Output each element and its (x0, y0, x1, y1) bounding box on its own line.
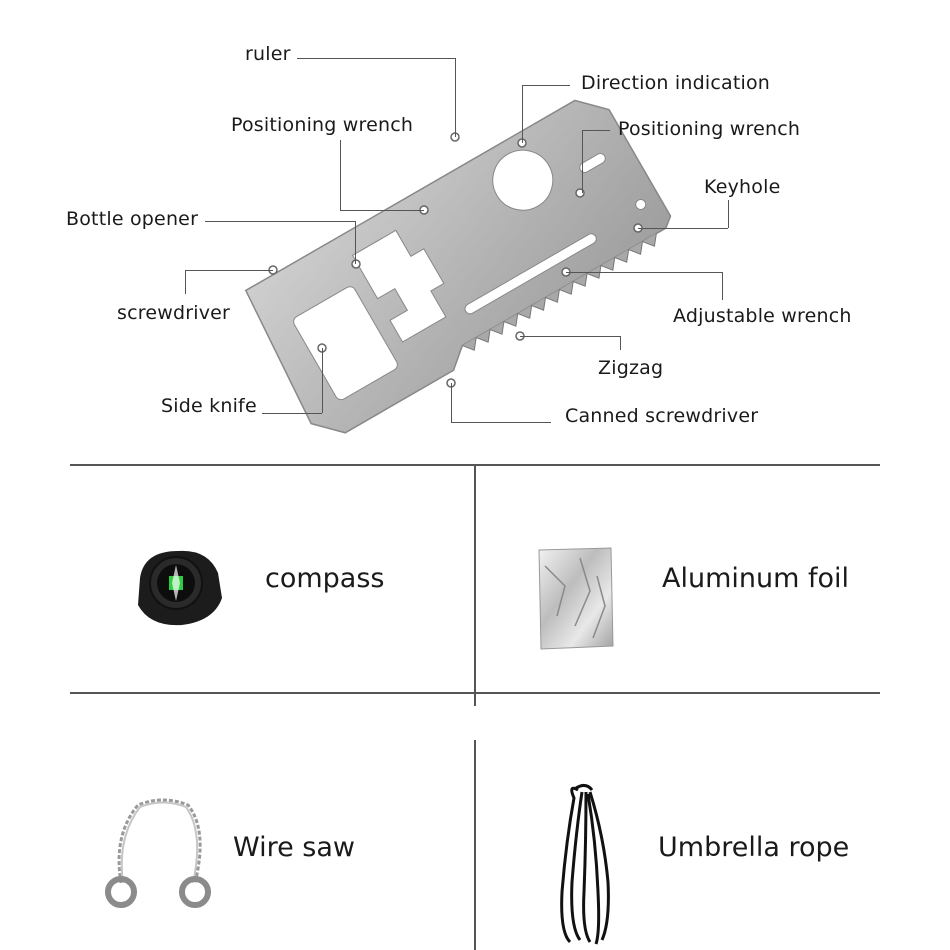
foil-icon (538, 547, 614, 650)
callout-bottle-opener: Bottle opener (66, 208, 199, 230)
rope-icon (560, 783, 610, 945)
wire-saw-icon (105, 798, 211, 908)
callout-positioning-wrench-right: Positioning wrench (618, 118, 801, 140)
callout-positioning-wrench-left: Positioning wrench (231, 114, 414, 136)
callout-ruler: ruler (245, 43, 291, 65)
divider-vertical-upper (474, 464, 476, 706)
umbrella-rope-label: Umbrella rope (658, 832, 850, 863)
callout-adjustable-wrench: Adjustable wrench (673, 305, 852, 327)
callout-side-knife: Side knife (161, 395, 257, 417)
callout-direction-indication: Direction indication (581, 72, 771, 94)
multitool-card-image (244, 99, 672, 434)
callout-zigzag: Zigzag (598, 357, 664, 379)
callout-screwdriver: screwdriver (117, 302, 231, 324)
callout-canned-screwdriver: Canned screwdriver (565, 405, 759, 427)
callout-keyhole: Keyhole (704, 176, 781, 198)
multitool-diagram: ruler Direction indication Positioning w… (0, 0, 950, 450)
divider-vertical-lower (474, 740, 476, 950)
compass-icon (138, 550, 222, 626)
card-body (244, 99, 672, 434)
wire-saw-label: Wire saw (233, 832, 356, 863)
aluminum-foil-label: Aluminum foil (662, 563, 850, 594)
compass-label: compass (265, 563, 385, 594)
